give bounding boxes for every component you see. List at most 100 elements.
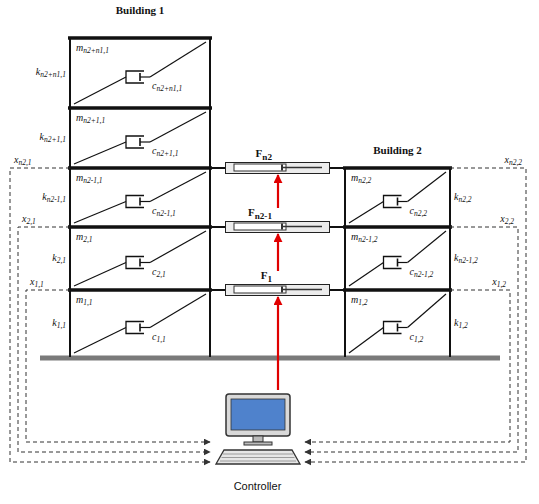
controller-computer: Controller	[210, 390, 305, 498]
subscript: 2,1	[156, 269, 165, 278]
brace	[408, 231, 447, 263]
floor-slab	[68, 106, 212, 110]
mass-label: mn2+n1,1	[76, 42, 109, 54]
floor-slab	[68, 288, 212, 292]
floor-slab	[343, 166, 452, 170]
force-label: Fn2-1	[248, 206, 272, 222]
actuator-link	[330, 167, 345, 169]
actuator-link	[210, 226, 225, 228]
force-label: F1	[261, 269, 272, 285]
brace	[150, 112, 206, 142]
key-row	[220, 461, 296, 462]
damping-label: c1,1	[152, 331, 166, 343]
control-signal-arrow	[277, 297, 279, 390]
subscript: n2+1,1	[83, 116, 105, 125]
stiffness-label: k2,1	[52, 252, 66, 264]
subscript: 1,2	[458, 320, 467, 329]
mass-label: m1,1	[76, 294, 93, 306]
subscript: 1,1	[156, 334, 165, 343]
stiffness-label: k1,2	[454, 317, 468, 329]
sensor-label: xn2,2	[504, 154, 522, 166]
subscript: n2-1,1	[83, 176, 102, 185]
brace	[74, 263, 126, 287]
mass-label: mn2-1,1	[76, 172, 103, 184]
damper-rod	[398, 327, 408, 328]
computer-icon	[210, 390, 305, 476]
floor-slab	[343, 288, 452, 292]
building-title: Building 1	[70, 4, 210, 17]
actuator-symbol	[226, 163, 328, 172]
damper-rod	[398, 262, 408, 263]
key-row	[223, 454, 293, 455]
sensor-label: x2,2	[500, 213, 514, 225]
column	[209, 290, 211, 357]
column	[209, 168, 211, 227]
sensor-line	[26, 290, 210, 442]
actuator-body	[225, 221, 330, 233]
sensor-label: x2,1	[22, 213, 36, 225]
subscript: n2,2	[509, 158, 522, 167]
floor-slab	[68, 225, 212, 229]
stand	[253, 436, 263, 442]
damper-rod	[140, 327, 150, 328]
subscript: n2	[262, 152, 272, 162]
subscript: 2,1	[57, 255, 66, 264]
brace	[74, 77, 126, 104]
damper-rod	[140, 76, 150, 77]
mass-label: m1,2	[351, 294, 368, 306]
actuator-body	[225, 284, 330, 296]
subscript: n2-1,1	[47, 194, 66, 203]
stiffness-label: k1,1	[52, 317, 66, 329]
brace	[74, 202, 126, 224]
damper-rod	[140, 141, 150, 142]
sensor-line	[10, 168, 210, 462]
column	[449, 168, 451, 227]
brace	[74, 142, 126, 164]
column	[69, 290, 71, 357]
brace	[74, 328, 126, 354]
subscript: n2-1	[255, 211, 272, 221]
subscript: 2,1	[26, 217, 35, 226]
rod	[282, 289, 322, 291]
ground	[40, 356, 500, 361]
actuator-body	[225, 162, 330, 174]
damping-label: cn2+1,1	[152, 145, 178, 157]
stand-base	[244, 442, 272, 445]
brace	[150, 172, 206, 202]
controller-label: Controller	[210, 480, 305, 493]
stiffness-label: kn2-1,2	[454, 252, 478, 264]
mass-label: m2,1	[76, 231, 93, 243]
subscript: n2-1,1	[156, 208, 175, 217]
actuator-link	[210, 289, 225, 291]
damping-label: cn2+n1,1	[152, 80, 182, 92]
subscript: n2+n1,1	[83, 46, 109, 55]
brace	[150, 294, 206, 328]
subscript: 1,1	[83, 298, 92, 307]
actuator-symbol	[226, 285, 328, 294]
column	[69, 227, 71, 290]
column	[344, 227, 346, 290]
actuator-box: Fn2-1	[225, 208, 330, 234]
cylinder	[234, 223, 286, 230]
cylinder	[234, 286, 286, 293]
stiffness-label: kn2,2	[454, 191, 472, 203]
damping-label: cn2-1,2	[410, 266, 434, 278]
brace	[349, 202, 384, 224]
brace	[150, 42, 206, 77]
column	[209, 108, 211, 168]
control-signal-arrow	[277, 175, 279, 208]
sensor-label: xn2,1	[14, 154, 32, 166]
column	[69, 168, 71, 227]
mass-label: mn2-1,2	[351, 231, 378, 243]
sensor-line	[305, 227, 518, 452]
subscript: n2-1,2	[414, 269, 433, 278]
building-frame: Building 1	[70, 0, 210, 357]
building-title: Building 2	[345, 144, 450, 157]
stiffness-label: kn2+1,1	[40, 131, 66, 143]
floor-slab	[68, 166, 212, 170]
subscript: n2,2	[358, 176, 371, 185]
sensor-line	[305, 290, 510, 442]
cylinder	[234, 164, 286, 171]
stiffness-label: kn2-1,1	[42, 191, 66, 203]
subscript: n2+n1,1	[40, 70, 66, 79]
